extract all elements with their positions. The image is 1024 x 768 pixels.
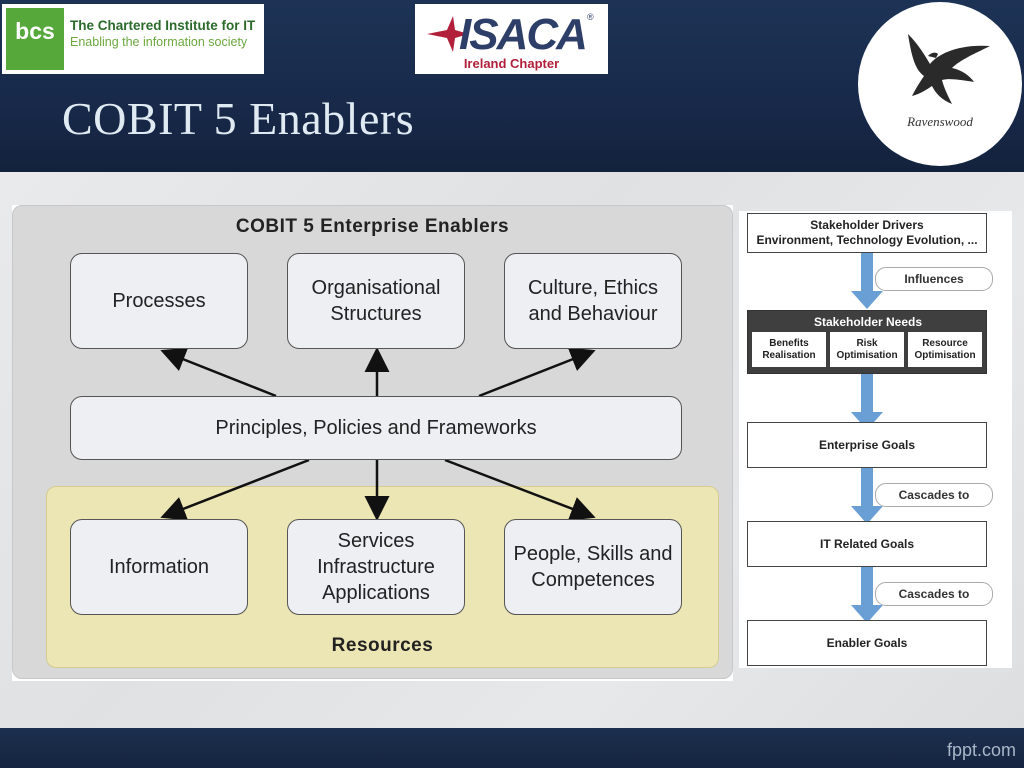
arrow-to-processes: [160, 347, 277, 398]
cascade-arrow-down-icon: [851, 468, 883, 524]
need-risk-optimisation: Risk Optimisation: [830, 332, 904, 367]
isaca-star-icon: [427, 16, 469, 52]
stakeholder-needs-box: Stakeholder Needs Benefits Realisation R…: [747, 310, 987, 374]
stakeholder-drivers-box: Stakeholder Drivers Environment, Technol…: [747, 213, 987, 253]
ravenswood-logo: Ravenswood: [858, 2, 1022, 166]
enabler-people-skills-competences: People, Skills and Competences: [504, 519, 682, 615]
enabler-goals-box: Enabler Goals: [747, 620, 987, 666]
stakeholder-drivers-detail: Environment, Technology Evolution, ...: [756, 233, 978, 247]
influences-label: Influences: [875, 267, 993, 291]
cascade-arrow-down-icon: [851, 374, 883, 430]
footer-brand: fppt.com: [946, 740, 1016, 760]
enabler-services-infrastructure-applications: Services Infrastructure Applications: [287, 519, 465, 615]
it-related-goals-box: IT Related Goals: [747, 521, 987, 567]
enabler-arrows: [160, 347, 596, 521]
enabler-information: Information: [70, 519, 248, 615]
isaca-wordmark: ISACA: [459, 10, 588, 59]
isaca-registered-mark: ®: [587, 12, 594, 22]
enabler-processes: Processes: [70, 253, 248, 349]
bcs-logo: bcs The Chartered Institute for IT Enabl…: [2, 4, 264, 74]
bcs-mark-text: bcs: [15, 18, 55, 44]
goals-cascade-diagram: Stakeholder Drivers Environment, Technol…: [739, 211, 1012, 668]
bcs-mark: bcs: [6, 8, 64, 70]
isaca-logo: ISACA ® Ireland Chapter: [415, 4, 608, 74]
enablers-panel: COBIT 5 Enterprise Enablers Resources Pr…: [12, 205, 733, 679]
cascade-arrow-down-icon: [851, 253, 883, 309]
ravenswood-text: Ravenswood: [907, 114, 973, 129]
cascade-arrow-down-icon: [851, 567, 883, 623]
enabler-culture-ethics-behaviour: Culture, Ethics and Behaviour: [504, 253, 682, 349]
resources-title: Resources: [331, 635, 434, 656]
enablers-title: COBIT 5 Enterprise Enablers: [235, 216, 510, 237]
enabler-organisational-structures: Organisational Structures: [287, 253, 465, 349]
arrow-to-information: [160, 458, 310, 521]
need-resource-optimisation: Resource Optimisation: [908, 332, 982, 367]
enterprise-goals-box: Enterprise Goals: [747, 422, 987, 468]
enabler-principles-policies-frameworks: Principles, Policies and Frameworks: [70, 396, 682, 460]
arrow-to-culture: [478, 347, 596, 398]
slide-title: COBIT 5 Enablers: [62, 93, 415, 144]
footer-band: fppt.com: [0, 728, 1024, 768]
stakeholder-needs-title: Stakeholder Needs: [813, 315, 923, 329]
arrow-to-people: [444, 458, 596, 521]
stakeholder-drivers-title: Stakeholder Drivers: [810, 218, 924, 232]
bcs-tagline: Enabling the information society: [70, 35, 248, 49]
isaca-chapter: Ireland Chapter: [463, 56, 560, 71]
need-benefits-realisation: Benefits Realisation: [752, 332, 826, 367]
enablers-diagram: COBIT 5 Enterprise Enablers Resources Pr…: [12, 205, 733, 681]
cascades-to-label: Cascades to: [875, 582, 993, 606]
cascades-to-label: Cascades to: [875, 483, 993, 507]
raven-icon: [908, 34, 990, 104]
bcs-name: The Chartered Institute for IT: [70, 18, 256, 33]
